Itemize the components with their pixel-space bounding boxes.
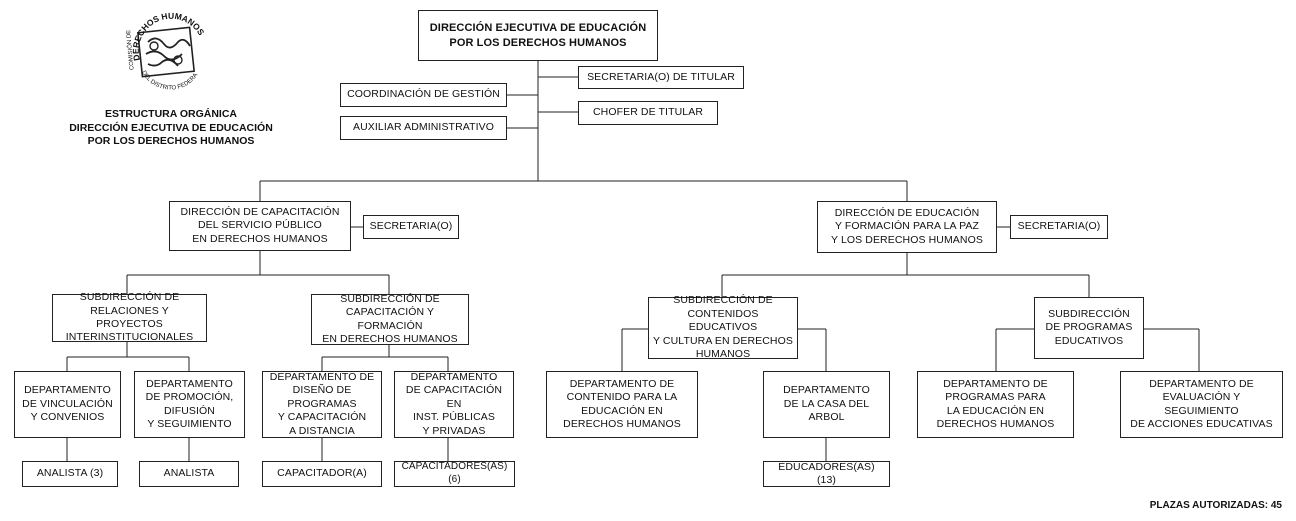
node-dep-casa-arbol: DEPARTAMENTO DE LA CASA DEL ARBOL — [763, 371, 890, 438]
node-sub-contenidos: SUBDIRECCIÓN DE CONTENIDOS EDUCATIVOS Y … — [648, 294, 798, 360]
authorized-positions-total: PLAZAS AUTORIZADAS: 45 — [1149, 500, 1282, 511]
node-sub-programas: SUBDIRECCIÓN DE PROGRAMAS EDUCATIVOS — [1034, 297, 1144, 359]
svg-text:COMISIÓN DE: COMISIÓN DE — [125, 30, 135, 71]
node-capacitadores: CAPACITADORES(AS) (6) — [394, 461, 515, 487]
node-educadores: EDUCADORES(AS) (13) — [763, 461, 890, 487]
node-secretaria-capacitacion: SECRETARIA(O) — [363, 215, 459, 239]
node-dep-instituciones: DEPARTAMENTO DE CAPACITACIÓN EN INST. PÚ… — [394, 371, 514, 438]
node-secretaria-titular: SECRETARIA(O) DE TITULAR — [578, 66, 744, 89]
node-coordinacion-gestion: COORDINACIÓN DE GESTIÓN — [340, 83, 507, 107]
node-sub-capacitacion-formacion: SUBDIRECCIÓN DE CAPACITACIÓN Y FORMACIÓN… — [311, 293, 469, 345]
node-analista: ANALISTA — [139, 461, 239, 487]
node-dep-vinculacion: DEPARTAMENTO DE VINCULACIÓN Y CONVENIOS — [14, 371, 121, 438]
node-sub-relaciones: SUBDIRECCIÓN DE RELACIONES Y PROYECTOS I… — [52, 291, 207, 343]
node-direccion-ejecutiva: DIRECCIÓN EJECUTIVA DE EDUCACIÓN POR LOS… — [418, 10, 658, 61]
org-chart-caption: ESTRUCTURA ORGÁNICA DIRECCIÓN EJECUTIVA … — [69, 108, 273, 148]
cdhdf-logo: DERECHOS HUMANOS COMISIÓN DE DEL DISTRIT… — [118, 2, 207, 92]
node-dep-diseno: DEPARTAMENTO DE DISEÑO DE PROGRAMAS Y CA… — [262, 371, 382, 438]
node-chofer-titular: CHOFER DE TITULAR — [578, 101, 718, 125]
logo-ring-left: COMISIÓN DE — [125, 30, 135, 71]
node-capacitador: CAPACITADOR(A) — [262, 461, 382, 487]
node-dep-evaluacion: DEPARTAMENTO DE EVALUACIÓN Y SEGUIMIENTO… — [1120, 371, 1283, 438]
node-dep-contenido: DEPARTAMENTO DE CONTENIDO PARA LA EDUCAC… — [546, 371, 698, 438]
node-dep-programas-educacion: DEPARTAMENTO DE PROGRAMAS PARA LA EDUCAC… — [917, 371, 1074, 438]
node-secretaria-educacion: SECRETARIA(O) — [1010, 215, 1108, 239]
node-dep-promocion: DEPARTAMENTO DE PROMOCIÓN, DIFUSIÓN Y SE… — [134, 371, 245, 438]
node-direccion-educacion: DIRECCIÓN DE EDUCACIÓN Y FORMACIÓN PARA … — [817, 201, 997, 253]
node-auxiliar-administrativo: AUXILIAR ADMINISTRATIVO — [340, 116, 507, 140]
node-analista-3: ANALISTA (3) — [22, 461, 118, 487]
node-direccion-capacitacion: DIRECCIÓN DE CAPACITACIÓN DEL SERVICIO P… — [169, 201, 351, 251]
